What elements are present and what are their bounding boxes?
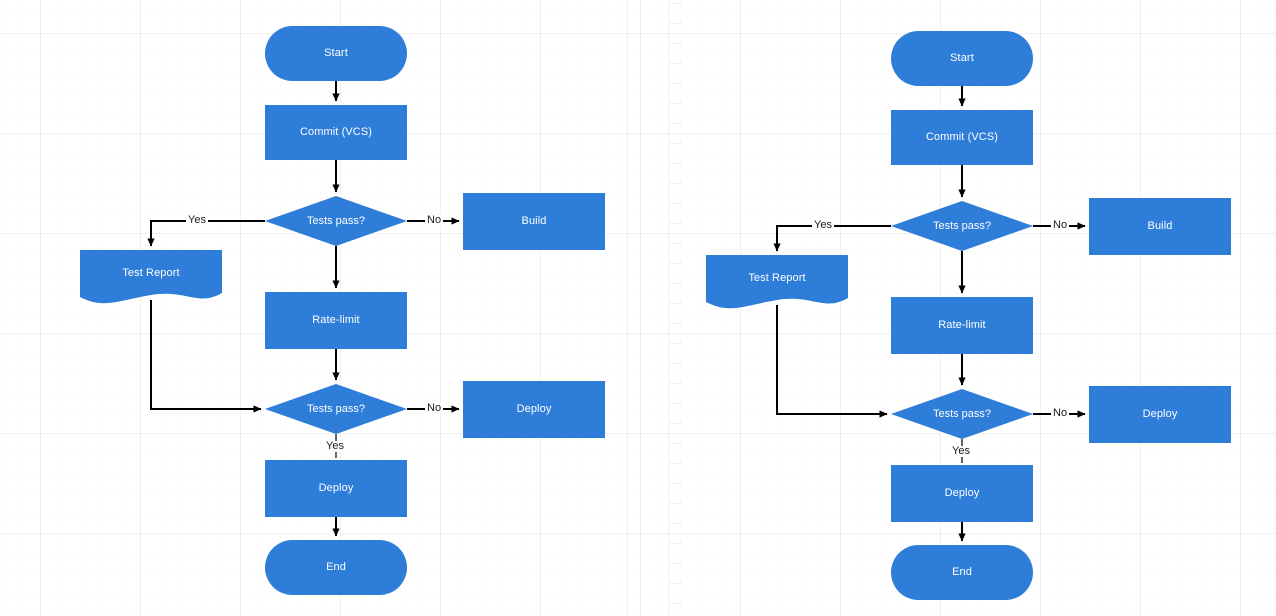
edge2-label-yes-1: Yes (812, 219, 834, 231)
diamond-shape (891, 201, 1033, 251)
edge-label-yes-2: Yes (324, 440, 346, 452)
node2-build[interactable]: Build (1089, 198, 1231, 255)
node-commit-vcs[interactable]: Commit (VCS) (265, 105, 407, 160)
edge2-label-no-2: No (1051, 407, 1070, 419)
node2-test-report[interactable]: Test Report (706, 255, 848, 312)
edge2-testreport-to-tests2 (776, 305, 888, 418)
node2-start[interactable]: Start (891, 31, 1033, 86)
node-rate-limit[interactable]: Rate-limit (265, 292, 407, 349)
edge-tests1-to-testreport (147, 220, 265, 247)
node-label: Test Report (748, 271, 806, 284)
panel-divider-left (627, 0, 628, 616)
node2-deploy-main[interactable]: Deploy (891, 465, 1033, 522)
node2-end[interactable]: End (891, 545, 1033, 600)
node-build[interactable]: Build (463, 193, 605, 250)
node-start[interactable]: Start (265, 26, 407, 81)
node2-deploy-branch[interactable]: Deploy (1089, 386, 1231, 443)
node-label: Tests pass? (932, 408, 992, 420)
node-tests-pass-2[interactable]: Tests pass? (265, 384, 407, 434)
node2-tests-pass-1[interactable]: Tests pass? (891, 201, 1033, 251)
node2-tests-pass-2[interactable]: Tests pass? (891, 389, 1033, 439)
node-label: Tests pass? (306, 403, 366, 415)
node-label: Test Report (122, 266, 180, 279)
node-deploy-main[interactable]: Deploy (265, 460, 407, 517)
node-label: Tests pass? (306, 215, 366, 227)
edge-label-no-1: No (425, 214, 444, 226)
node2-commit-vcs[interactable]: Commit (VCS) (891, 110, 1033, 165)
edge2-tests1-to-testreport (773, 225, 891, 252)
node-tests-pass-1[interactable]: Tests pass? (265, 196, 407, 246)
edge2-label-yes-2: Yes (950, 445, 972, 457)
node-deploy-branch[interactable]: Deploy (463, 381, 605, 438)
node-test-report[interactable]: Test Report (80, 250, 222, 307)
edge-label-yes-1: Yes (186, 214, 208, 226)
document-shape (706, 255, 848, 309)
diamond-shape (891, 389, 1033, 439)
diamond-shape (265, 196, 407, 246)
node2-rate-limit[interactable]: Rate-limit (891, 297, 1033, 354)
panel-divider-right (668, 0, 669, 616)
diamond-shape (265, 384, 407, 434)
edge-testreport-to-tests2 (150, 300, 262, 413)
edge2-label-no-1: No (1051, 219, 1070, 231)
document-shape (80, 250, 222, 304)
node-label: Tests pass? (932, 220, 992, 232)
edge-label-no-2: No (425, 402, 444, 414)
node-end[interactable]: End (265, 540, 407, 595)
